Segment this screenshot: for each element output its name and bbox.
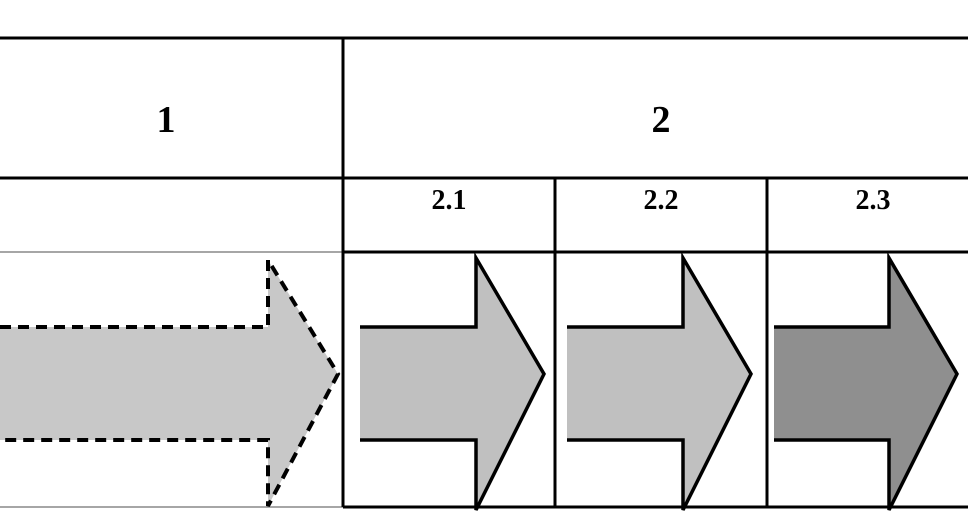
phase-2-label: 2 bbox=[652, 99, 671, 141]
subphase-2-2-arrow-outline bbox=[567, 251, 753, 511]
subphase-2-3-arrow-outline bbox=[774, 251, 959, 511]
subphase-2-2-arrow bbox=[567, 258, 751, 510]
subphase-2-2-label: 2.2 bbox=[644, 185, 679, 216]
phase-1-label: 1 bbox=[157, 99, 176, 141]
subphase-2-1-label: 2.1 bbox=[432, 185, 467, 216]
subphase-2-1-arrow-outline bbox=[360, 251, 546, 511]
subphase-2-1-arrow bbox=[360, 258, 544, 510]
phase-1-arrow-dashed-outline bbox=[0, 252, 341, 507]
subphase-2-3-arrow bbox=[774, 258, 957, 510]
phase-1-arrow bbox=[0, 260, 338, 506]
subphase-2-3-label: 2.3 bbox=[856, 185, 891, 216]
